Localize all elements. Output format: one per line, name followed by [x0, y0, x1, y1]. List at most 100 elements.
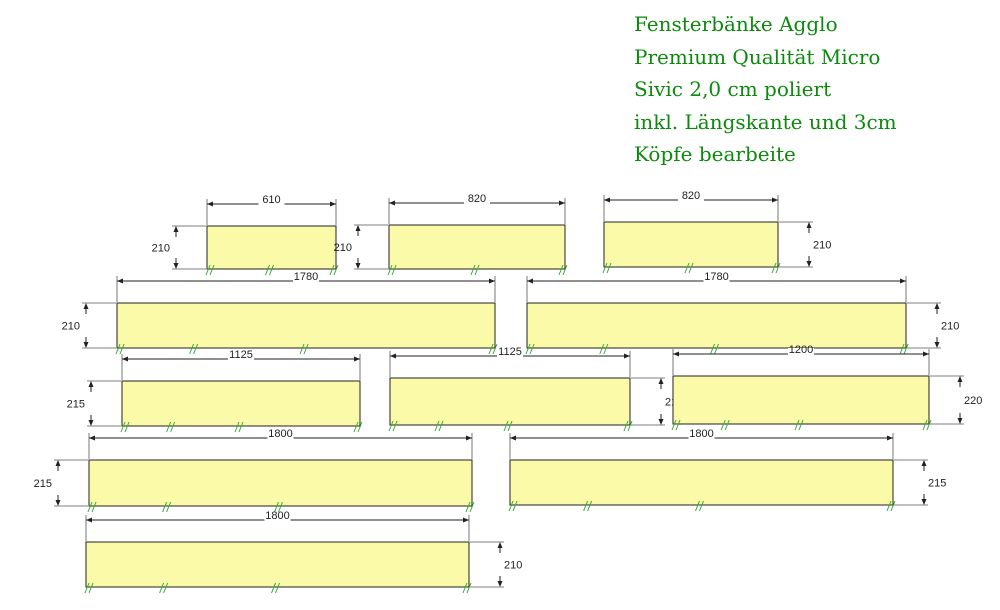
length-label-bg [258, 198, 285, 210]
sill-piece: 820 210 [334, 193, 568, 276]
edge-mark-start-a [87, 501, 93, 513]
depth-dimension-arrow-up [83, 303, 89, 309]
edge-mark-mid-b [238, 421, 244, 433]
edge-mark-start-a [205, 264, 211, 276]
depth-label: 215 [928, 478, 946, 490]
edge-mark-start-a [84, 582, 90, 594]
depth-dimension-arrow-up [88, 381, 94, 387]
length-dimension-arrow-right [923, 351, 929, 357]
edge-mark-quarter-b [166, 501, 172, 513]
edge-mark-quarter-b [587, 500, 593, 512]
edge-mark-mid-a [299, 343, 305, 355]
edge-mark-quarter-a [583, 500, 589, 512]
edge-mark-mid-b [278, 501, 283, 513]
sill-piece: 820 210 [602, 190, 831, 274]
edge-mark-start-b [512, 500, 518, 512]
sill-slab [509, 459, 894, 506]
length-label: 1780 [704, 271, 728, 283]
edge-mark-start-a [671, 419, 677, 431]
edge-mark-mid-a [503, 420, 509, 432]
edge-mark-end-a [922, 419, 928, 431]
depth-dimension-arrow-down [55, 500, 61, 506]
depth-dimension-arrow-up [934, 303, 940, 309]
length-dimension-arrow-left [510, 435, 516, 441]
length-dimension-arrow-left [89, 435, 95, 441]
edge-mark-start-b [675, 419, 681, 431]
length-label: 1800 [265, 510, 289, 522]
length-label-bg [267, 432, 294, 444]
depth-label: 210 [813, 240, 831, 252]
edge-mark-start-b [529, 343, 535, 355]
depth-dimension-arrow-down [497, 581, 503, 587]
edge-mark-mid-a [695, 500, 700, 512]
length-dimension-arrow-left [122, 356, 128, 362]
depth-dimension-arrow-down [355, 263, 361, 269]
length-label-bg [464, 197, 490, 209]
length-label-bg [293, 275, 319, 287]
length-dimension-arrow-right [354, 356, 360, 362]
depth-dimension-arrow-down [658, 419, 664, 425]
edge-mark-quarter-b [163, 582, 169, 594]
depth-label: 210 [334, 242, 352, 254]
depth-label: 220 [964, 395, 982, 407]
edge-mark-mid-b [798, 419, 804, 431]
edge-mark-end-b [562, 264, 568, 276]
depth-label: 210 [504, 560, 522, 572]
edge-mark-end-b [627, 420, 633, 432]
sill-slab [389, 377, 631, 426]
edge-mark-start-b [391, 264, 397, 276]
edge-mark-mid-a [271, 582, 276, 594]
edge-mark-end-b [469, 501, 475, 513]
edge-mark-end-a [623, 420, 629, 432]
length-label-bg [497, 350, 523, 362]
length-label: 1125 [498, 346, 522, 358]
length-dimension-arrow-left [207, 201, 213, 207]
depth-dimension-arrow-down [88, 420, 94, 426]
edge-mark-end-a [771, 262, 777, 274]
length-label: 1800 [689, 428, 713, 440]
length-dimension-arrow-right [489, 278, 495, 284]
edge-mark-mid-b [303, 343, 309, 355]
edge-mark-end-a [488, 343, 494, 355]
edge-mark-start-a [388, 420, 394, 432]
edge-mark-mid-a [274, 501, 279, 513]
edge-mark-quarter-a [599, 343, 605, 355]
length-dimension-arrow-left [673, 351, 679, 357]
depth-dimension-arrow-down [806, 261, 812, 267]
edge-mark-mid-b [507, 420, 513, 432]
edge-mark-end-a [899, 343, 905, 355]
edge-mark-end-a [462, 582, 468, 594]
length-dimension-arrow-right [624, 353, 630, 359]
sill-slab [526, 302, 907, 349]
title-line-3: Sivic 2,0 cm poliert [634, 77, 832, 101]
title-block: Fensterbänke Agglo Premium Qualität Micr… [634, 8, 897, 171]
edge-mark-quarter-a [434, 420, 440, 432]
edge-mark-quarter-b [438, 420, 444, 432]
depth-dimension-arrow-up [173, 226, 179, 232]
depth-label: 215 [67, 399, 85, 411]
edge-mark-quarter-b [193, 343, 199, 355]
edge-mark-mid-b [275, 582, 280, 594]
edge-mark-quarter-a [166, 421, 172, 433]
sill-slab [206, 225, 337, 270]
sill-piece: 1800 215 [508, 428, 946, 512]
edge-mark-end-b [903, 343, 909, 355]
edge-mark-start-b [124, 421, 130, 433]
depth-dimension-arrow-down [173, 263, 179, 269]
length-dimension-arrow-left [117, 278, 123, 284]
edge-mark-mid-a [684, 262, 690, 274]
length-label: 820 [682, 190, 700, 202]
depth-label: 215 [34, 478, 52, 490]
depth-label: 210 [62, 321, 80, 333]
edge-mark-mid-b [699, 500, 704, 512]
length-label: 1780 [294, 271, 318, 283]
sill-slab [672, 375, 930, 425]
title-line-1: Fensterbänke Agglo [634, 12, 838, 36]
depth-dimension-arrow-up [658, 378, 664, 384]
length-label-bg [264, 514, 291, 526]
length-label: 820 [468, 193, 486, 205]
edge-mark-mid-a [470, 264, 476, 276]
